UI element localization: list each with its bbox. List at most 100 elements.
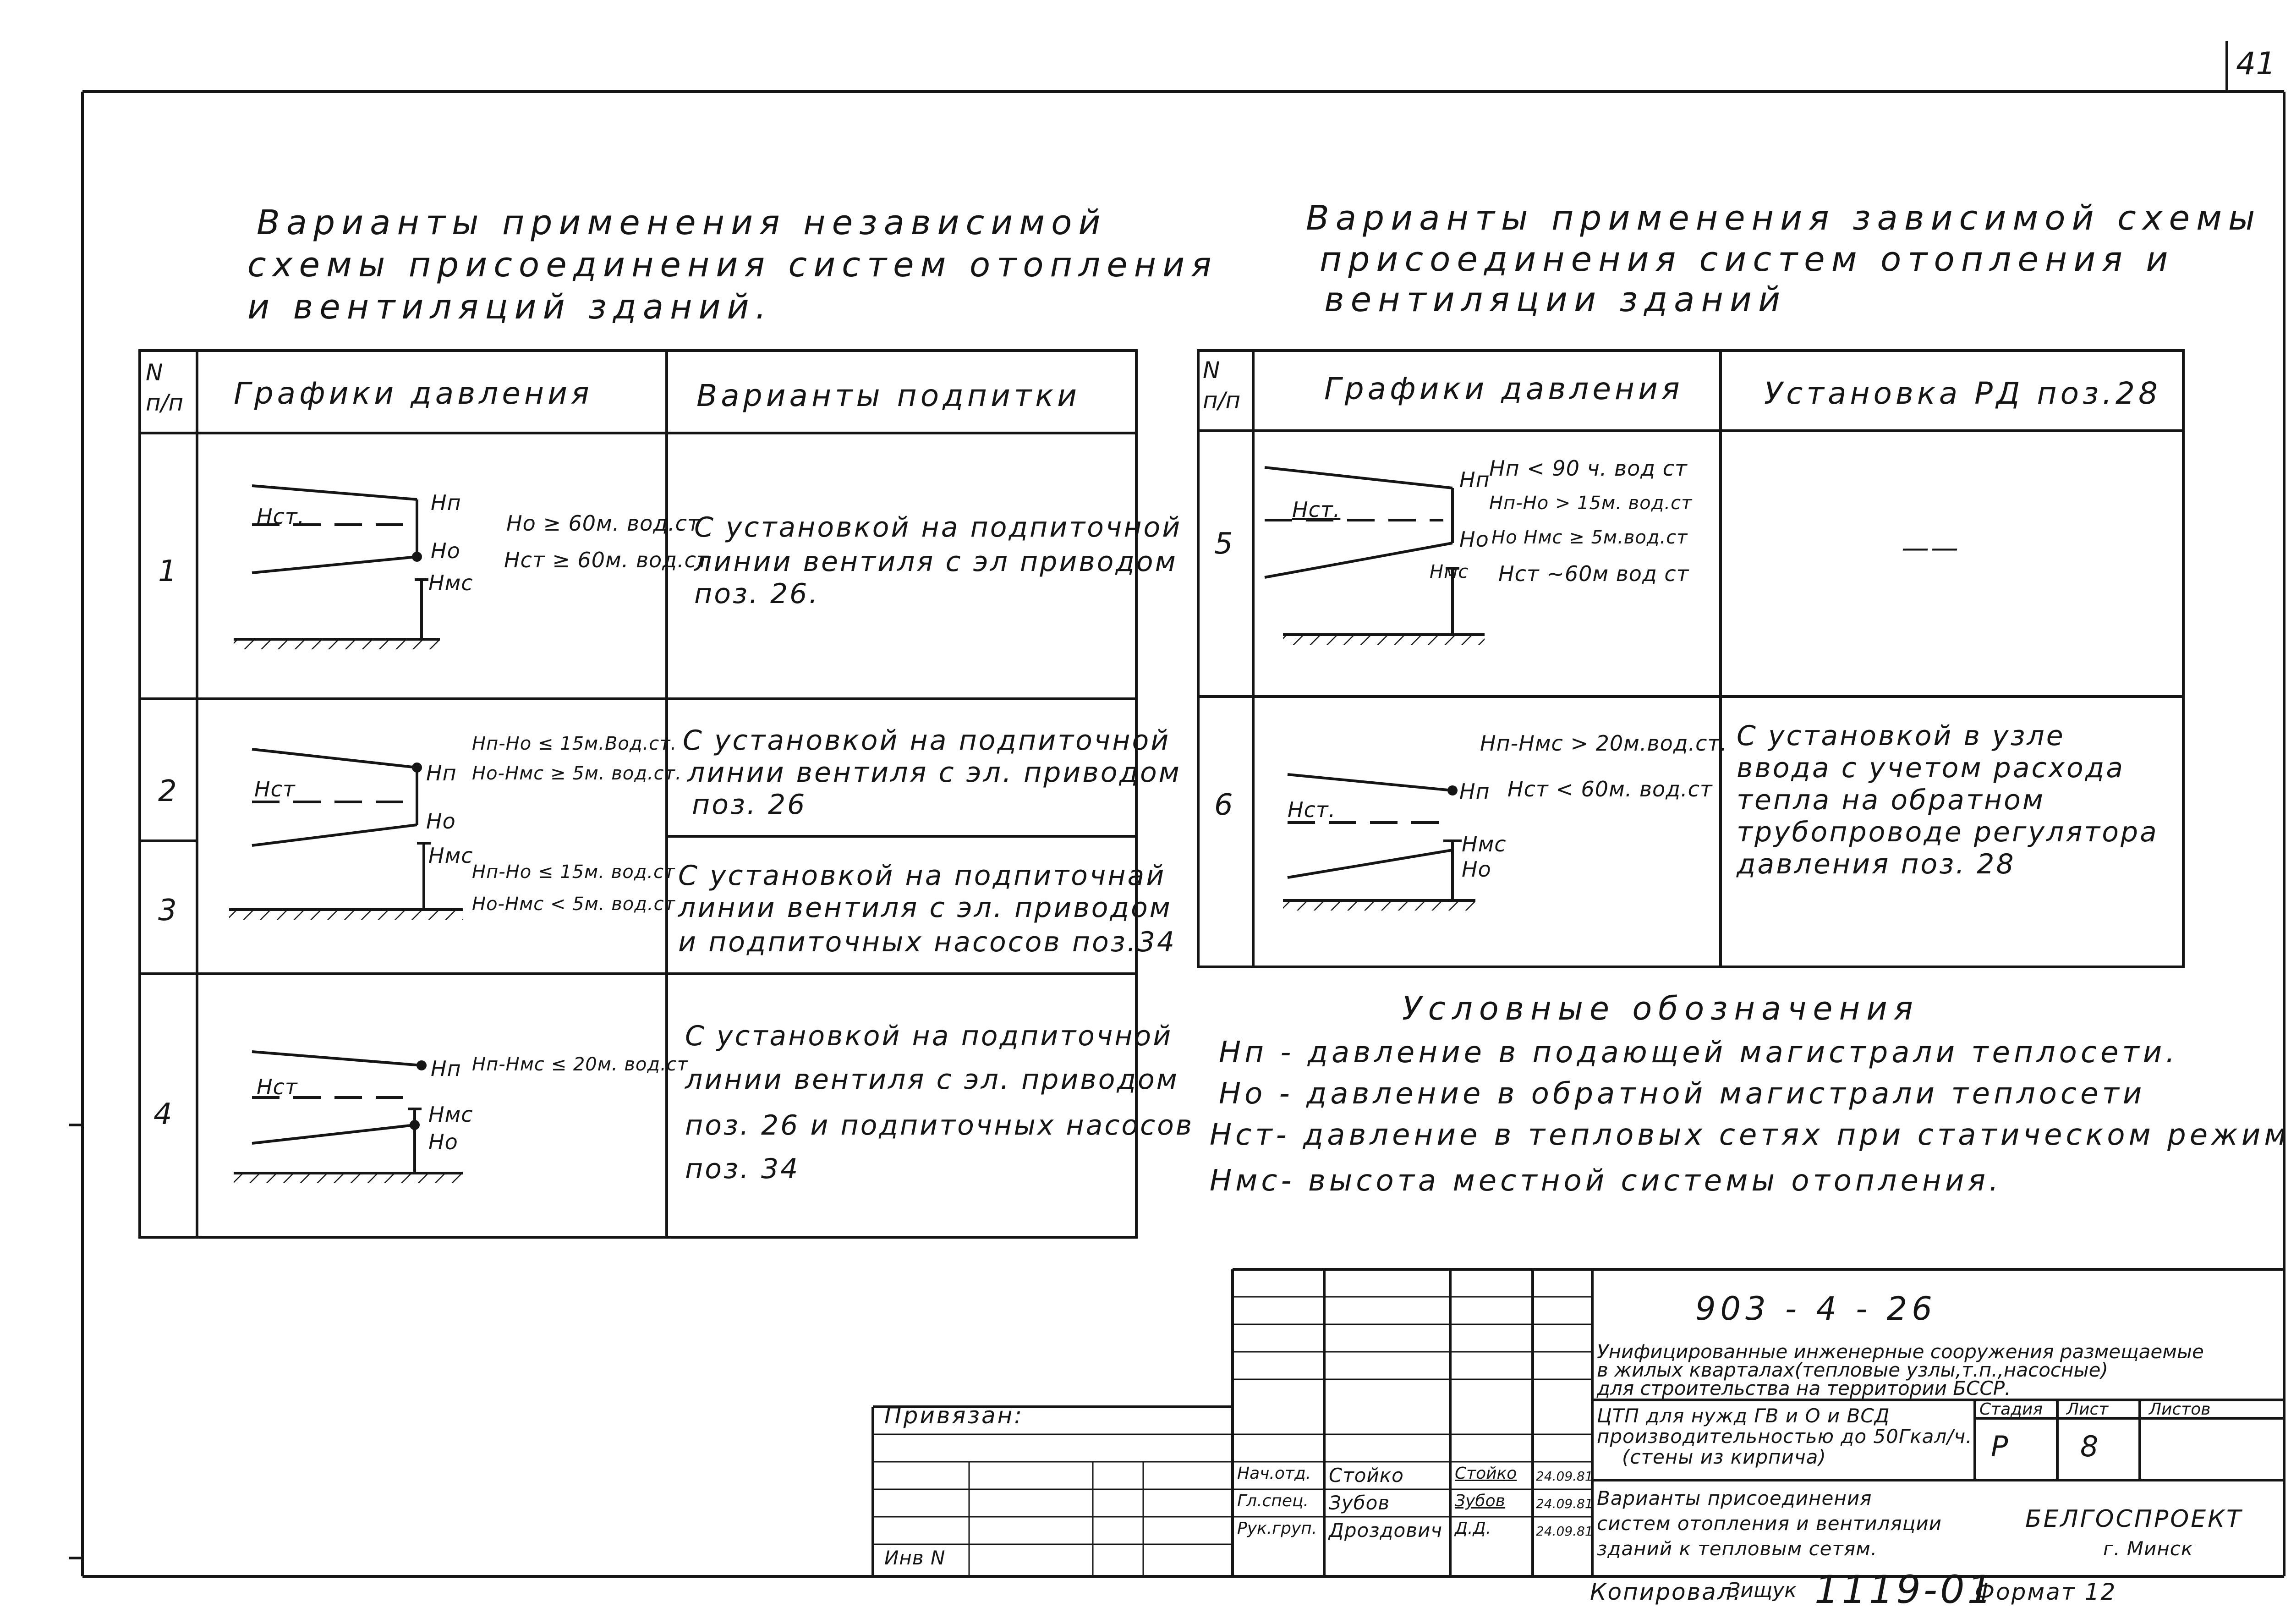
graph-1	[234, 484, 440, 649]
row-5-condition-3: Но Нмс ≥ 5м.вод.ст	[1491, 527, 1688, 548]
row-2-num: 2	[158, 774, 177, 808]
left-title-line-1: Варианты применения независимой	[257, 203, 1107, 242]
object-title-3: (стены из кирпича)	[1622, 1446, 1826, 1468]
row-4-label-hms: Нмс	[428, 1102, 473, 1127]
row-4-condition-1: Нп-Нмс ≤ 20м. вод.ст	[472, 1054, 689, 1075]
left-header-graphs: Графики давления	[234, 376, 593, 411]
row-6-condition-2: Нст < 60м. вод.ст	[1507, 777, 1713, 801]
legend-item-hst: Нст- давление в тепловых сетях при стати…	[1210, 1118, 2291, 1152]
row-6-label-hn: Нп	[1459, 779, 1490, 804]
staff-1-name: Стойко	[1329, 1464, 1404, 1487]
copier-name: Зищук	[1727, 1579, 1797, 1602]
row-1-option-2: линии вентиля с эл приводом	[694, 546, 1178, 578]
project-title-3: для строительства на территории БССР.	[1597, 1377, 2011, 1399]
staff-2-sign: Зубов	[1455, 1492, 1505, 1510]
row-3-option-3: и подпиточных насосов поз.34	[678, 926, 1177, 958]
project-title-1: Унифицированные инженерные сооружения ра…	[1597, 1340, 2204, 1363]
row-3-num: 3	[158, 894, 177, 927]
row-6-install-1: С установкой в узле	[1737, 720, 2065, 752]
row-2-option-2: линии вентиля с эл. приводом	[687, 757, 1181, 789]
right-title-line-2: присоединения систем отопления и	[1320, 240, 2175, 279]
drawing-title-3: зданий к тепловым сетям.	[1597, 1537, 1878, 1560]
row-6-label-ho: Но	[1462, 857, 1491, 882]
row-5-label-hn: Нп	[1459, 467, 1490, 492]
row-2-option-1: С установкой на подпиточной	[683, 724, 1171, 757]
row-1-label-hst: Нст.	[257, 504, 305, 529]
row-3-condition-2: Но-Нмс < 5м. вод.ст	[472, 894, 675, 915]
row-2-label-ho: Но	[426, 809, 456, 834]
row-5-install: ——	[1902, 532, 1960, 564]
legend-item-hn: Нп - давление в подающей магистрали тепл…	[1219, 1036, 2179, 1070]
row-6-num: 6	[1214, 788, 1233, 822]
row-1-label-hms: Нмс	[428, 571, 473, 595]
row-6-install-2: ввода с учетом расхода	[1737, 752, 2125, 784]
copy-number: 1119-01	[1814, 1567, 1995, 1612]
row-1-option-3: поз. 26.	[694, 578, 820, 610]
sheets-label: Листов	[2149, 1400, 2211, 1419]
format-label: Формат 12	[1975, 1579, 2117, 1605]
row-6-condition-1: Нп-Нмс > 20м.вод.ст.	[1480, 731, 1727, 756]
project-code: 903 - 4 - 26	[1695, 1290, 1937, 1328]
row-1-label-hn: Нп	[431, 490, 461, 515]
right-title-line-3: вентиляции зданий	[1324, 280, 1787, 319]
project-title-2: в жилых кварталах(тепловые узлы,т.п.,нас…	[1597, 1359, 2108, 1381]
object-title-1: ЦТП для нужд ГВ и О и ВСД	[1597, 1405, 1890, 1427]
row-5-num: 5	[1214, 527, 1233, 561]
inv-label: Инв N	[884, 1547, 946, 1569]
row-4-num: 4	[153, 1097, 172, 1131]
row-4-label-hn: Нп	[431, 1056, 461, 1081]
stage-label: Стадия	[1979, 1400, 2043, 1419]
row-5-condition-4: Нст ~60м вод ст	[1498, 561, 1689, 586]
row-2-condition-2: Но-Нмс ≥ 5м. вод.ст.	[472, 763, 682, 784]
row-6-label-hst: Нст.	[1288, 797, 1336, 822]
row-2-label-hst: Нст	[254, 777, 296, 801]
staff-2-role: Гл.спец.	[1237, 1492, 1309, 1510]
staff-1-sign: Стойко	[1455, 1464, 1517, 1483]
right-title-line-1: Варианты применения зависимой схемы	[1306, 198, 2262, 238]
graph-2-3	[229, 748, 463, 920]
staff-3-name: Дроздович	[1329, 1519, 1443, 1542]
staff-2-name: Зубов	[1329, 1492, 1390, 1514]
graph-6	[1283, 773, 1475, 911]
row-4-option-2: линии вентиля с эл. приводом	[685, 1064, 1179, 1096]
row-6-install-3: тепла на обратном	[1737, 784, 2045, 816]
right-header-num: N п/п	[1203, 357, 1241, 414]
row-6-install-5: давления поз. 28	[1737, 848, 2016, 880]
staff-3-sign: Д.Д.	[1455, 1519, 1491, 1538]
graph-5	[1264, 466, 1485, 645]
row-1-option-1: С установкой на подпиточной	[694, 511, 1182, 543]
org-name: БЕЛГОСПРОЕКТ	[2025, 1505, 2243, 1533]
org-city: г. Минск	[2103, 1537, 2193, 1560]
row-4-option-4: поз. 34	[685, 1153, 800, 1185]
row-5-label-hms: Нмс	[1430, 561, 1469, 582]
row-4-option-3: поз. 26 и подпиточных насосов	[685, 1109, 1194, 1141]
row-4-option-1: С установкой на подпиточной	[685, 1020, 1173, 1052]
right-header-install: Установка РД поз.28	[1764, 376, 2162, 411]
staff-1-date: 24.09.81	[1536, 1469, 1593, 1484]
staff-2-date: 24.09.81	[1536, 1496, 1593, 1511]
row-3-option-1: С установкой на подпиточнай	[678, 860, 1166, 892]
staff-3-role: Рук.груп.	[1237, 1519, 1317, 1538]
legend-title: Условные обозначения	[1402, 990, 1919, 1027]
row-4-label-ho: Но	[428, 1130, 458, 1154]
row-3-condition-1: Нп-Но ≤ 15м. вод.ст	[472, 861, 675, 883]
sheet-number: 41	[2236, 46, 2276, 82]
row-6-label-hms: Нмс	[1462, 832, 1507, 856]
legend-item-ho: Но - давление в обратной магистрали тепл…	[1219, 1077, 2146, 1111]
row-1-label-ho: Но	[431, 538, 460, 563]
left-header-options: Варианты подпитки	[696, 378, 1081, 413]
sheet-label: Лист	[2066, 1400, 2109, 1419]
row-5-label-hst: Нст.	[1292, 497, 1341, 522]
staff-3-date: 24.09.81	[1536, 1524, 1593, 1539]
staff-1-role: Нач.отд.	[1237, 1464, 1311, 1483]
row-2-condition-1: Нп-Но ≤ 15м.Вод.ст.	[472, 733, 677, 754]
row-3-option-2: линии вентиля с эл. приводом	[678, 892, 1172, 924]
left-title-line-3: и вентиляций зданий.	[247, 287, 773, 327]
row-2-label-hn: Нп	[426, 761, 457, 785]
right-header-graphs: Графики давления	[1324, 371, 1683, 406]
left-header-num: N п/п	[146, 359, 184, 416]
graph-4	[234, 1050, 463, 1183]
row-5-condition-1: Нп < 90 ч. вод ст	[1489, 456, 1688, 481]
row-4-label-hst: Нст	[257, 1075, 298, 1099]
legend-item-hms: Нмс- высота местной системы отопления.	[1210, 1164, 2002, 1198]
